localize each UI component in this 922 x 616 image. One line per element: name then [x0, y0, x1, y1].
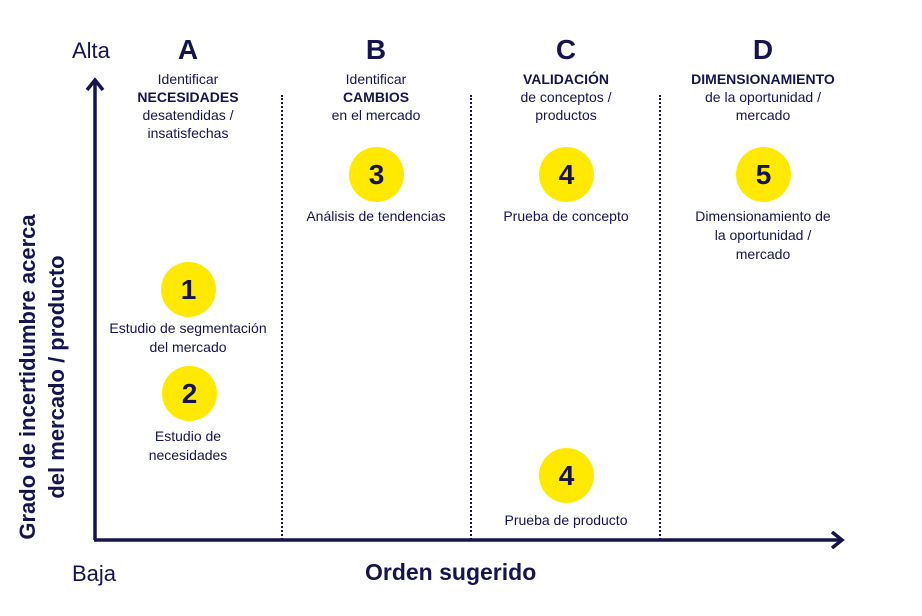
- column-b-bold: CAMBIOS: [342, 89, 410, 105]
- step-1-line1: Estudio de segmentación: [109, 320, 267, 336]
- step-1-label: Estudio de segmentación del mercado: [88, 319, 288, 357]
- column-c-description: VALIDACIÓN de conceptos / productos: [466, 70, 666, 124]
- step-4-product-line1: Prueba de producto: [504, 512, 628, 528]
- x-axis-arrow-icon: [830, 530, 845, 550]
- step-5-line3: mercado: [735, 246, 791, 262]
- y-axis-arrow-icon: [85, 77, 105, 92]
- x-axis-title: Orden sugerido: [365, 559, 537, 585]
- column-d-bold: DIMENSIONAMIENTO: [691, 71, 835, 87]
- column-d-line4: mercado: [735, 107, 791, 123]
- divider-ab: [281, 95, 283, 540]
- column-c-line3: de conceptos /: [520, 89, 612, 105]
- step-4-concept-badge: 4: [539, 147, 594, 202]
- step-1-line2: del mercado: [149, 339, 227, 355]
- column-d-letter: D: [752, 34, 774, 65]
- step-5-label: Dimensionamiento de la oportunidad / mer…: [663, 207, 863, 264]
- step-3-line1: Análisis de tendencias: [306, 208, 446, 224]
- column-a-line4: insatisfechas: [147, 125, 229, 141]
- step-2-badge: 2: [162, 366, 217, 421]
- step-4-concept-label: Prueba de concepto: [466, 207, 666, 226]
- column-b-line3: en el mercado: [331, 107, 421, 123]
- divider-bc: [470, 95, 472, 540]
- column-d-line3: de la oportunidad /: [705, 89, 821, 105]
- step-4-concept-line1: Prueba de concepto: [503, 208, 629, 224]
- step-4-product-label: Prueba de producto: [466, 511, 666, 530]
- step-3-label: Análisis de tendencias: [276, 207, 476, 226]
- divider-cd: [659, 95, 661, 540]
- step-1-badge: 1: [161, 262, 216, 317]
- step-2-line1: Estudio de: [154, 428, 222, 444]
- step-2-label: Estudio de necesidades: [88, 427, 288, 465]
- y-axis-title: Grado de incertidumbre acerca del mercad…: [13, 177, 71, 577]
- column-a-line1: Identificar: [157, 71, 219, 87]
- column-d-description: DIMENSIONAMIENTO de la oportunidad / mer…: [653, 70, 873, 124]
- y-axis-low-label: Baja: [72, 561, 117, 586]
- column-a-letter: A: [177, 34, 199, 65]
- column-b-letter: B: [365, 34, 387, 65]
- column-c-letter: C: [555, 34, 577, 65]
- step-3-badge: 3: [349, 147, 404, 202]
- step-4-product-badge: 4: [539, 448, 594, 503]
- column-c-bold: VALIDACIÓN: [522, 71, 610, 87]
- y-axis-title-line1: Grado de incertidumbre acerca: [15, 214, 40, 540]
- step-2-line2: necesidades: [148, 447, 228, 463]
- column-c-line4: productos: [535, 107, 597, 123]
- column-b-description: Identificar CAMBIOS en el mercado: [276, 70, 476, 124]
- step-5-line1: Dimensionamiento de: [695, 208, 831, 224]
- column-a-bold: NECESIDADES: [137, 89, 239, 105]
- y-axis-title-line2: del mercado / producto: [44, 255, 69, 499]
- step-5-line2: la oportunidad /: [714, 227, 812, 243]
- y-axis-high-label: Alta: [72, 38, 110, 63]
- step-5-badge: 5: [736, 147, 791, 202]
- column-b-line1: Identificar: [345, 71, 407, 87]
- column-a-description: Identificar NECESIDADES desatendidas / i…: [88, 70, 288, 142]
- column-a-line3: desatendidas /: [142, 107, 234, 123]
